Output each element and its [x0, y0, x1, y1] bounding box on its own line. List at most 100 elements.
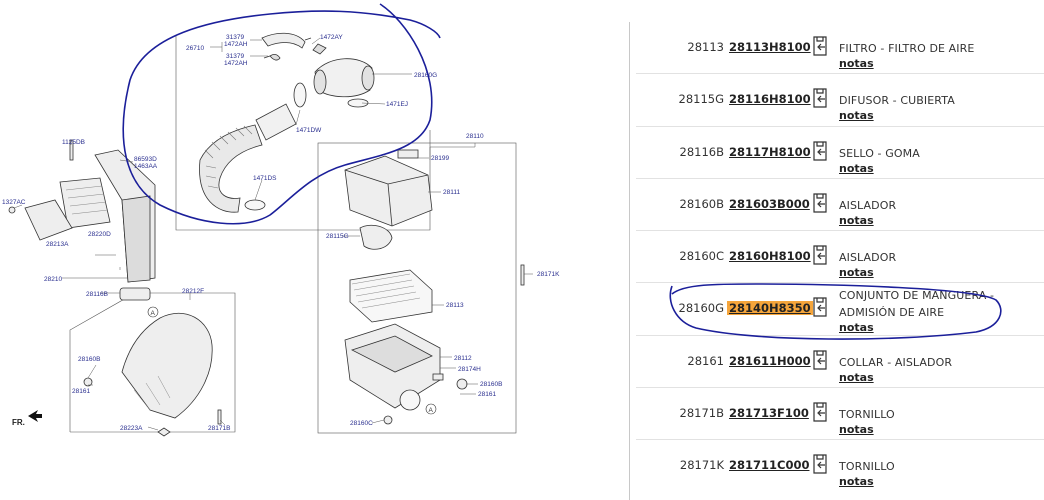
callout-c24: 28110 — [466, 133, 484, 140]
part-row: 28171K 281711C000 TORNILLO notas — [636, 440, 1044, 491]
add-to-cart-icon[interactable] — [810, 87, 830, 109]
part-position: 28160G — [678, 301, 725, 316]
panel-divider — [629, 22, 630, 500]
callout-c27: 28115G — [326, 233, 349, 240]
notes-link[interactable]: notas — [839, 109, 874, 123]
part-description: AISLADOR — [839, 198, 897, 212]
part-number-link[interactable]: 28116H8100 — [729, 92, 811, 107]
group-frame-aircleaner — [317, 142, 517, 434]
callout-c19: 28212F — [182, 288, 204, 295]
callout-c30: 28112 — [454, 355, 472, 362]
part-row: 28115G 28116H8100 DIFUSOR - CUBIERTA not… — [636, 74, 1044, 127]
circle-marker-a-2: A — [425, 403, 437, 415]
add-to-cart-icon[interactable] — [810, 401, 830, 423]
notes-link[interactable]: notas — [839, 370, 874, 384]
part-description: TORNILLO — [839, 408, 895, 422]
callout-c12: 86593D — [134, 156, 157, 163]
part-row: 28160C 28160H8100 AISLADOR notas — [636, 231, 1044, 284]
part-position: 28161 — [687, 353, 724, 368]
part-position: 28115G — [678, 92, 725, 107]
add-to-cart-icon[interactable] — [810, 296, 830, 318]
aircleaner-parts — [344, 149, 525, 425]
part-position: 28160C — [679, 249, 724, 264]
notes-link[interactable]: notas — [839, 423, 874, 437]
callout-c10: 1471DS — [253, 175, 277, 182]
part-number-link[interactable]: 281603B000 — [729, 196, 810, 211]
notes-link[interactable]: notas — [839, 266, 874, 280]
part-number-link[interactable]: 28117H8100 — [729, 144, 811, 159]
part-position: 28113 — [687, 40, 724, 54]
callout-c31: 28174H — [458, 366, 481, 373]
callout-c7: 28160G — [414, 72, 437, 79]
hose-assembly-parts — [199, 32, 375, 213]
part-description: CONJUNTO DE MANGUERA - ADMISIÓN DE AIRE — [839, 289, 995, 320]
add-to-cart-icon[interactable] — [810, 244, 830, 266]
parts-diagram: 31379 1472AH 26710 31379 1472AH 1472AY 2… — [2, 3, 560, 437]
callout-c34: 28160C — [350, 420, 373, 427]
part-description: DIFUSOR - CUBIERTA — [839, 94, 955, 108]
callout-c3: 26710 — [186, 45, 204, 52]
part-description: COLLAR - AISLADOR — [839, 355, 953, 369]
callout-c11: 1125DB — [62, 139, 85, 146]
notes-link[interactable]: notas — [839, 57, 874, 70]
add-to-cart-icon[interactable] — [810, 140, 830, 162]
part-position: 28171K — [679, 458, 724, 473]
callout-c6: 1472AY — [320, 34, 343, 41]
notes-link[interactable]: notas — [839, 475, 874, 489]
callout-c23: 28171B — [208, 425, 230, 432]
front-indicator-label: FR. — [12, 418, 25, 427]
part-number-link[interactable]: 281711C000 — [729, 458, 810, 473]
part-number-link[interactable]: 281713F100 — [729, 406, 809, 421]
front-arrow-icon — [28, 410, 42, 422]
part-row: 28160B 281603B000 AISLADOR notas — [636, 179, 1044, 232]
part-number-link-highlighted[interactable]: 28140H8350 — [727, 301, 813, 316]
part-row: 28171B 281713F100 TORNILLO notas — [636, 388, 1044, 441]
part-number-link[interactable]: 28160H8100 — [729, 249, 811, 264]
callout-c8: 1471EJ — [386, 101, 408, 108]
callout-c25: 28199 — [431, 155, 449, 162]
part-row: 28113 28113H8100 FILTRO - FILTRO DE AIRE… — [636, 22, 1044, 75]
notes-link[interactable]: notas — [839, 161, 874, 175]
add-to-cart-icon[interactable] — [810, 192, 830, 214]
callout-c9: 1471DW — [296, 127, 322, 134]
annotation-loop — [122, 3, 441, 225]
callout-c29: 28171K — [537, 271, 560, 278]
callout-c17: 28210 — [44, 276, 62, 283]
add-to-cart-icon[interactable] — [810, 349, 830, 371]
add-to-cart-icon[interactable] — [810, 453, 830, 475]
callout-c15: 28213A — [46, 241, 69, 248]
callout-c21: 28161 — [72, 388, 90, 395]
svg-text:A: A — [151, 310, 156, 317]
callout-c1: 31379 — [226, 34, 244, 41]
part-row: 28116B 28117H8100 SELLO - GOMA notas — [636, 127, 1044, 179]
part-description: FILTRO - FILTRO DE AIRE — [839, 42, 975, 55]
notes-link[interactable]: notas — [839, 213, 874, 227]
callout-c14: 1327AC — [2, 199, 26, 206]
part-row-selected: 28160G 28140H8350 CONJUNTO DE MANGUERA -… — [636, 283, 1044, 336]
add-to-cart-icon[interactable] — [810, 35, 830, 57]
callout-c28: 28113 — [446, 302, 464, 309]
part-position: 28171B — [679, 406, 724, 421]
part-number-link[interactable]: 281611H000 — [729, 353, 811, 368]
part-row: 28161 281611H000 COLLAR - AISLADOR notas — [636, 336, 1044, 389]
callout-c16: 28220D — [88, 231, 111, 238]
part-description: SELLO - GOMA — [839, 146, 920, 160]
part-position: 28116B — [679, 144, 724, 159]
part-number-link[interactable]: 28113H8100 — [729, 40, 811, 54]
callout-c18: 28116B — [86, 291, 108, 298]
part-position: 28160B — [679, 196, 724, 211]
callout-c5: 1472AH — [224, 60, 248, 67]
callout-c13: 1463AA — [134, 163, 158, 170]
callout-c32: 28160B — [480, 381, 502, 388]
callout-c33: 28161 — [478, 391, 496, 398]
group-frame-upper — [175, 36, 431, 231]
callout-c26: 28111 — [443, 189, 460, 196]
callout-c2: 1472AH — [224, 41, 248, 48]
circle-marker-a-1: A — [147, 306, 159, 318]
parts-list: 28113 28113H8100 FILTRO - FILTRO DE AIRE… — [636, 22, 1044, 492]
notes-link[interactable]: notas — [839, 321, 874, 335]
part-description: AISLADOR — [839, 251, 897, 265]
callout-c22: 28223A — [120, 425, 143, 432]
duct-parts — [8, 139, 222, 437]
part-description: TORNILLO — [839, 460, 895, 474]
